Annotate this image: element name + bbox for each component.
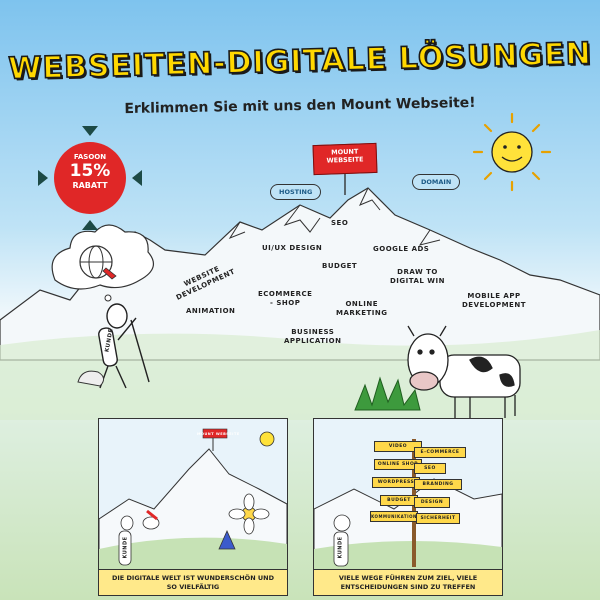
climber-figure bbox=[98, 303, 150, 389]
label-draw-to-digital-win: DRAW TO DIGITAL WIN bbox=[390, 268, 445, 286]
hosting-tag: HOSTING bbox=[270, 184, 322, 200]
panel-right: VIDEO E-COMMERCE ONLINE SHOP SEO WORDPRE… bbox=[313, 418, 503, 596]
sign-branding: BRANDING bbox=[414, 479, 462, 490]
globe-icon bbox=[79, 245, 117, 280]
sign-budget: BUDGET bbox=[380, 495, 418, 506]
sign-design: DESIGN bbox=[414, 497, 450, 508]
panel-left-flag: MOUNT WEBSEITE bbox=[197, 432, 240, 436]
label-draw-line2: DIGITAL WIN bbox=[390, 277, 445, 285]
panel-right-caption-line2: ENTSCHEIDUNGEN SIND ZU TREFFEN bbox=[340, 583, 476, 591]
badge-arrow-top-icon bbox=[82, 126, 98, 136]
label-online-line2: MARKETING bbox=[336, 309, 388, 317]
label-google-ads: GOOGLE ADS bbox=[373, 245, 430, 253]
label-draw-line1: DRAW TO bbox=[397, 268, 438, 276]
panel-left-caption-line1: DIE DIGITALE WELT IST WUNDERSCHÖN UND bbox=[111, 574, 275, 582]
sign-seo: SEO bbox=[414, 463, 446, 474]
panel-left-caption-line2: SO VIELFÄLTIG bbox=[166, 583, 220, 591]
label-online-line1: ONLINE bbox=[345, 300, 378, 308]
panel-left-illustration bbox=[99, 419, 287, 595]
panel-right-caption-line1: VIELE WEGE FÜHREN ZUM ZIEL, VIELE bbox=[338, 574, 478, 582]
panel-left-caption: DIE DIGITALE WELT IST WUNDERSCHÖN UND SO… bbox=[99, 569, 287, 595]
label-business-line1: BUSINESS bbox=[291, 328, 335, 336]
panel-left: MOUNT WEBSEITE KUNDE DIE DIGITALE WELT I… bbox=[98, 418, 288, 596]
label-ecommerce-line1: ECOMMERCE bbox=[258, 290, 313, 298]
badge-arrow-right-icon bbox=[132, 170, 142, 186]
sign-ecommerce: E-COMMERCE bbox=[414, 447, 466, 458]
badge-arrow-bottom-icon bbox=[82, 220, 98, 230]
mount-webseite-flag: MOUNT WEBSEITE bbox=[312, 142, 378, 176]
badge-percent: 15% bbox=[69, 161, 111, 181]
badge-circle: FASOON 15% RABATT bbox=[54, 142, 126, 214]
label-mobile-line1: MOBILE APP bbox=[467, 292, 521, 300]
badge-arrow-left-icon bbox=[38, 170, 48, 186]
label-mobile-app: MOBILE APP DEVELOPMENT bbox=[462, 292, 526, 310]
domain-tag: DOMAIN bbox=[412, 174, 461, 190]
badge-brand: FASOON bbox=[73, 153, 107, 161]
label-seo: SEO bbox=[331, 219, 349, 227]
flag-line-2: WEBSEITE bbox=[326, 155, 364, 165]
badge-label: RABATT bbox=[72, 181, 108, 190]
sign-video: VIDEO bbox=[374, 441, 422, 452]
sun-icon bbox=[472, 112, 552, 192]
label-online-marketing: ONLINE MARKETING bbox=[336, 300, 387, 318]
sign-sicherheit: SICHERHEIT bbox=[416, 513, 460, 524]
label-uiux: UI/UX DESIGN bbox=[262, 244, 323, 252]
discount-badge[interactable]: FASOON 15% RABATT bbox=[38, 126, 142, 230]
label-mobile-line2: DEVELOPMENT bbox=[462, 301, 526, 309]
grass-tuft bbox=[354, 376, 421, 411]
panel-right-kunde: KUNDE bbox=[337, 536, 344, 559]
panel-left-kunde: KUNDE bbox=[122, 536, 129, 559]
flower-icon bbox=[228, 493, 270, 535]
label-animation: ANIMATION bbox=[186, 307, 236, 315]
cow-figure bbox=[407, 325, 521, 418]
label-business-line2: APPLICATION bbox=[284, 337, 342, 345]
sign-wordpress: WORDPRESS bbox=[372, 477, 420, 488]
label-ecommerce-line2: - SHOP bbox=[270, 299, 301, 307]
label-ecommerce-shop: ECOMMERCE - SHOP bbox=[258, 290, 312, 308]
sign-kommunikation: KOMMUNIKATION bbox=[370, 511, 418, 522]
panel-right-caption: VIELE WEGE FÜHREN ZUM ZIEL, VIELE ENTSCH… bbox=[314, 569, 502, 595]
label-budget: BUDGET bbox=[322, 262, 358, 270]
label-business-application: BUSINESS APPLICATION bbox=[284, 328, 341, 346]
